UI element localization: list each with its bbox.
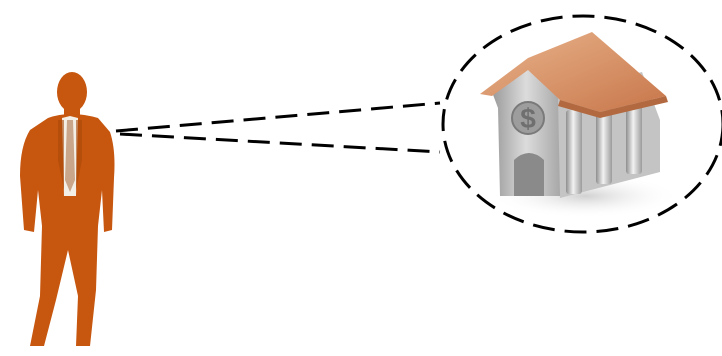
connector-line-bottom — [119, 132, 441, 154]
person-head — [57, 72, 87, 112]
person-lapel-right — [76, 120, 82, 190]
thought-connector — [115, 101, 441, 154]
bank-door — [514, 153, 544, 196]
bank-column — [596, 100, 612, 184]
bank-building-dollar-icon: $ — [480, 32, 680, 218]
person-lapel-left — [58, 120, 64, 190]
dollar-sign-icon: $ — [520, 103, 536, 134]
bank-roof-edge — [558, 96, 668, 118]
connector-line-top — [115, 101, 441, 133]
businessman-silhouette-icon — [20, 72, 115, 346]
dashed-thought-bubble — [441, 14, 722, 234]
bank-roof — [480, 32, 666, 112]
person-neck — [64, 105, 80, 117]
person-tie — [65, 120, 75, 192]
bank-emblem — [511, 101, 545, 135]
bank-column — [566, 110, 582, 194]
person-torso — [20, 114, 115, 346]
bank-column — [626, 92, 642, 174]
